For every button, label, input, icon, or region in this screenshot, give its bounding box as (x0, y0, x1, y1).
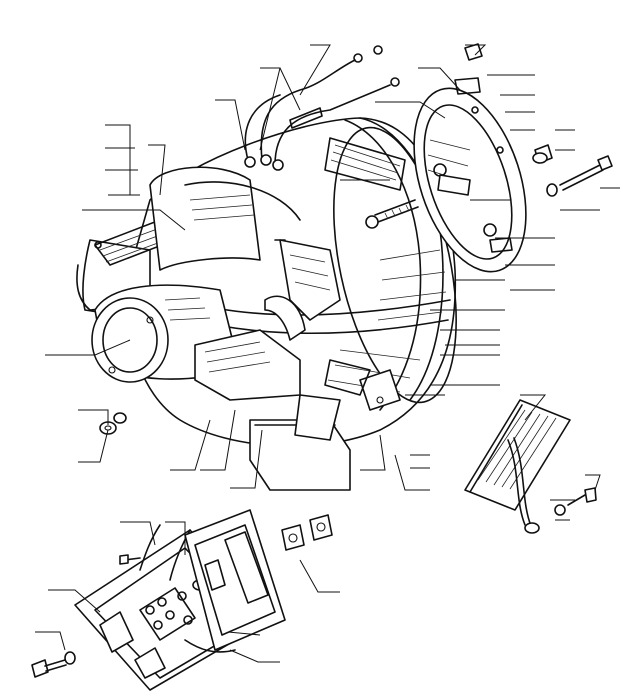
small-bolts (119, 239, 286, 565)
terminal-cover (184, 509, 286, 651)
stud-bolt (365, 199, 419, 229)
rear-fasteners (464, 43, 613, 197)
brush-plate (464, 399, 597, 534)
board-bolt (31, 651, 76, 678)
pole-assembly (149, 166, 341, 401)
small-clips (281, 514, 333, 551)
rear-bracket (413, 77, 527, 273)
terminal-block (249, 359, 401, 491)
top-leads (244, 45, 400, 171)
callout-leaders (35, 44, 620, 663)
